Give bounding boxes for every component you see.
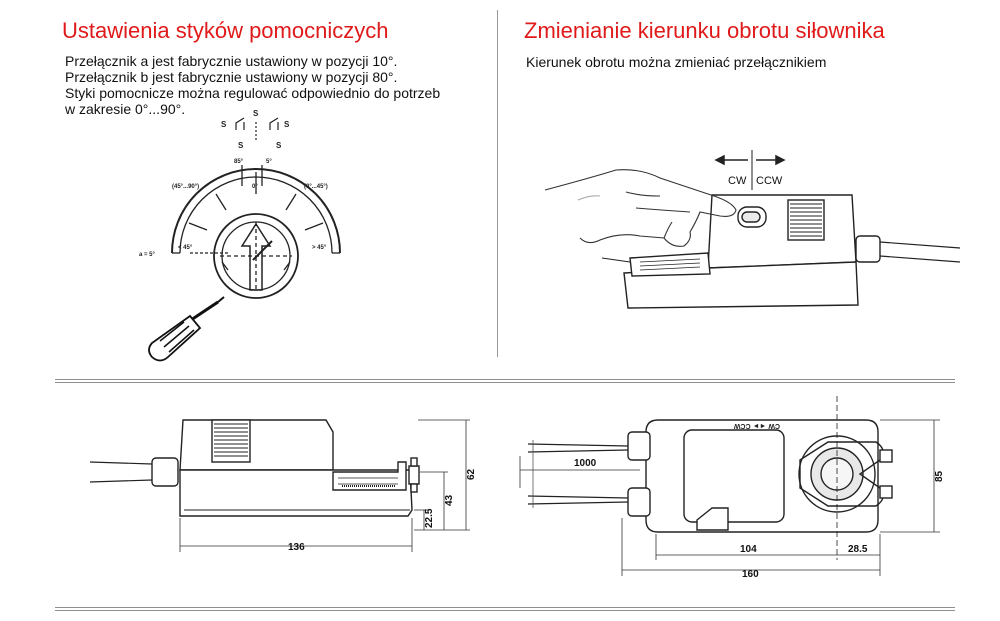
cw-label: CW: [728, 175, 747, 187]
right-subtitle: Kierunek obrotu można zmieniać przełączn…: [526, 54, 827, 70]
angle-0-label: 0°: [252, 184, 258, 190]
dim-28-5: 28.5: [848, 544, 868, 555]
left-line-1: Przełącznik a jest fabrycznie ustawiony …: [65, 53, 398, 69]
top-dimensions: [519, 419, 940, 576]
left-line-2: Przełącznik b jest fabrycznie ustawiony …: [65, 69, 398, 85]
dim-1000: 1000: [574, 458, 597, 469]
dim-43: 43: [444, 494, 455, 506]
dial-graphic: [171, 165, 341, 299]
s-label-1: S: [221, 120, 227, 129]
gt45-label: > 45°: [312, 245, 327, 251]
range-right-label: (0°...45°): [304, 184, 328, 190]
dim-104: 104: [740, 544, 757, 555]
switch-contacts: [235, 117, 279, 140]
dim-85: 85: [934, 470, 945, 482]
side-dimensions: [179, 419, 470, 552]
s-label-4: S: [238, 141, 244, 150]
angle-85-label: 85°: [234, 159, 244, 165]
dim-22-5: 22.5: [424, 508, 435, 528]
divider-top: [55, 379, 955, 380]
s-label-3: S: [284, 120, 290, 129]
left-description: Przełącznik a jest fabrycznie ustawiony …: [65, 53, 440, 117]
dim-136: 136: [288, 542, 305, 553]
hand-graphic: [544, 169, 737, 247]
vertical-divider: [497, 10, 498, 357]
angle-5-label: 5°: [266, 159, 272, 165]
screwdriver-graphic: [148, 296, 225, 362]
range-left-label: (45°...90°): [172, 184, 199, 190]
right-title: Zmienianie kierunku obrotu siłownika: [524, 18, 885, 43]
divider-bottom-2: [55, 610, 955, 611]
left-title: Ustawienia styków pomocniczych: [62, 18, 389, 43]
ccw-label: CCW: [756, 175, 783, 187]
left-line-3: Styki pomocnicze można regulować odpowie…: [65, 85, 441, 101]
divider-bottom: [55, 607, 955, 608]
side-bracket: [332, 461, 407, 491]
top-cw-ccw-label: CW ◄► CCW: [733, 422, 780, 429]
actuator-body: [601, 194, 961, 309]
direction-arrows: [714, 150, 786, 190]
divider-top-2: [55, 382, 955, 383]
lt45-label: < 45°: [178, 245, 193, 251]
s-label-5: S: [276, 141, 282, 150]
dim-62: 62: [466, 468, 477, 480]
a5-label: a = 5°: [139, 252, 156, 258]
left-line-4: w zakresie 0°...90°.: [65, 101, 186, 117]
dim-160: 160: [742, 569, 759, 580]
s-label-2: S: [253, 109, 259, 118]
